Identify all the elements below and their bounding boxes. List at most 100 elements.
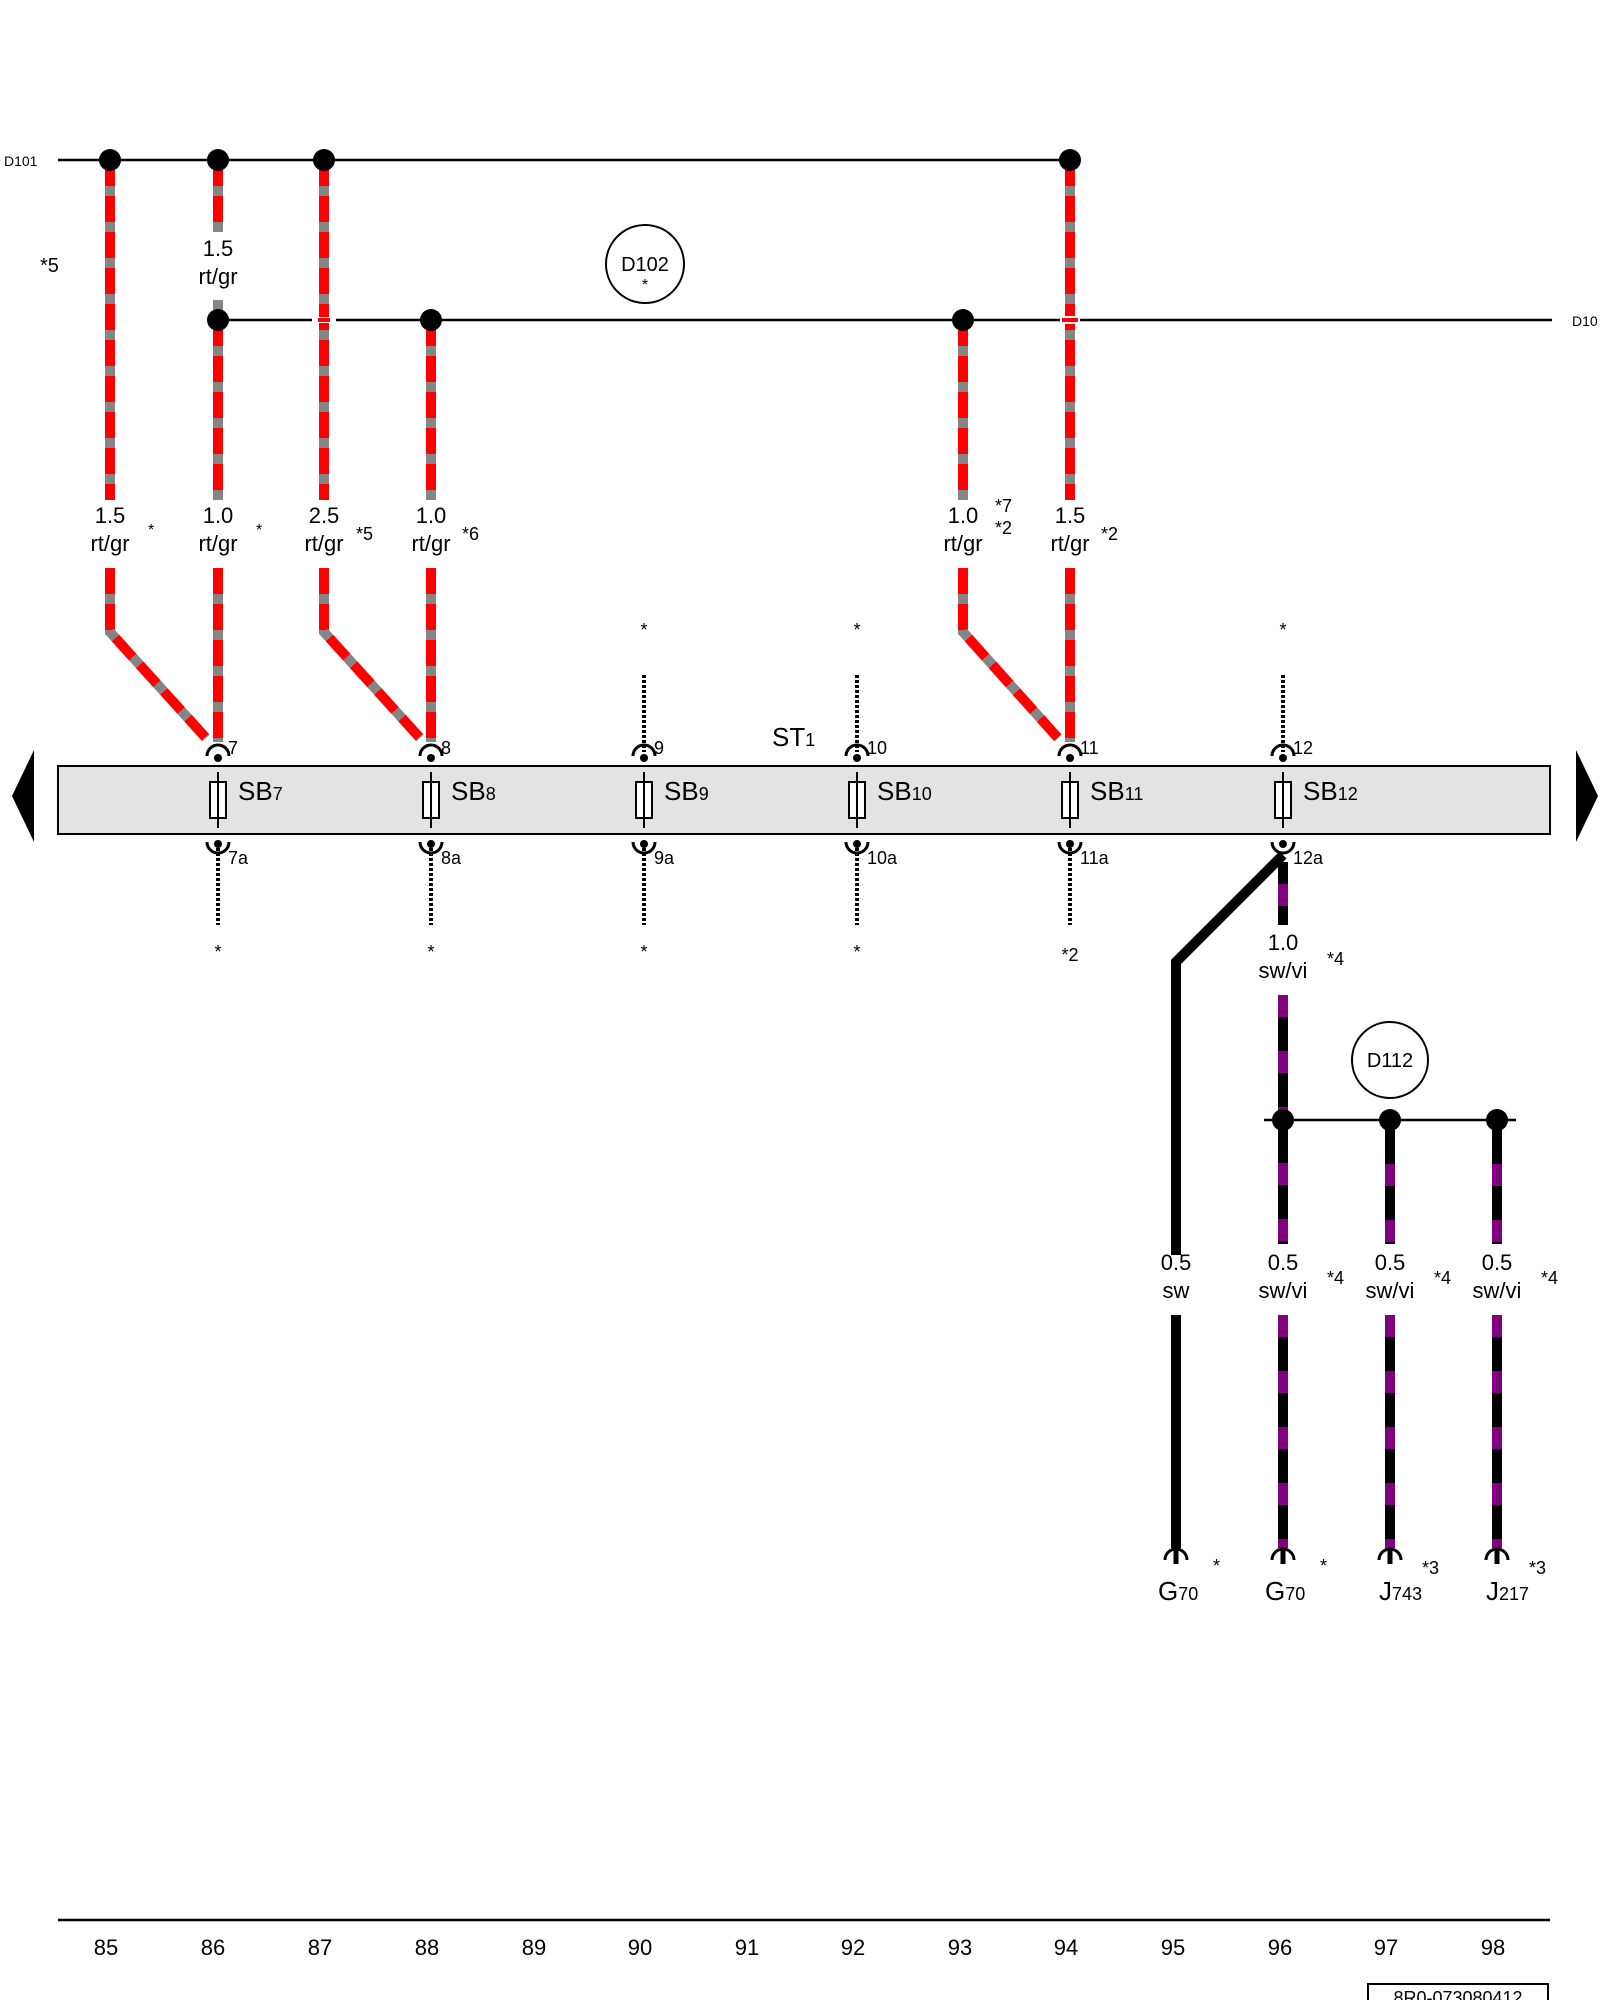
bottom-note: *2	[1061, 945, 1078, 965]
wire-98-size: 0.5	[1482, 1250, 1513, 1275]
bottom-note: *	[214, 942, 221, 962]
wire-85-size: 1.5	[95, 503, 126, 528]
top-note: *	[1279, 620, 1286, 640]
fuse-sb9: * SB9 9 9a *	[631, 620, 709, 962]
fuse-sb8: SB8 8 8a *	[418, 738, 496, 962]
ruler-number: 91	[735, 1935, 759, 1960]
terminal-bottom-label: 8a	[441, 848, 462, 868]
component-j217: J217 *3	[1484, 1547, 1546, 1606]
wire-86-top-size: 1.5	[203, 236, 234, 261]
component-j743: J743 *3	[1377, 1547, 1439, 1606]
right-arrow-icon	[1576, 750, 1598, 842]
wire-96-color: sw/vi	[1259, 1278, 1308, 1303]
fuse-sb12: * SB12 12 12a	[1270, 620, 1358, 868]
wire-86-top-color: rt/gr	[198, 264, 237, 289]
connector-d112-label: D112	[1367, 1050, 1413, 1072]
wires-rt-gr	[105, 160, 1080, 742]
terminal-top-label: 11	[1080, 738, 1099, 758]
fuse-label: SB7	[238, 776, 283, 806]
fuse-sb10: * SB10 10 10a *	[844, 620, 932, 962]
ruler-number: 95	[1161, 1935, 1185, 1960]
ruler-number: 90	[628, 1935, 652, 1960]
wire-93-size: 1.0	[948, 503, 979, 528]
terminal-bottom-label: 7a	[228, 848, 249, 868]
fuse-carrier-label: ST1	[772, 722, 815, 752]
wire-86-size: 1.0	[203, 503, 234, 528]
bottom-note: *	[427, 942, 434, 962]
wire-87-color: rt/gr	[304, 531, 343, 556]
connector-d102-label: D102	[621, 254, 669, 276]
wire-85-lower	[105, 568, 210, 742]
wire-95-size: 0.5	[1161, 1250, 1192, 1275]
wire-labels-lower: 1.0 sw/vi *4 0.5 sw 0.5 sw/vi *4 0.5 sw/…	[1161, 930, 1558, 1303]
ruler-number: 87	[308, 1935, 332, 1960]
wire-88-size: 1.0	[416, 503, 447, 528]
wire-94-size: 1.5	[1055, 503, 1086, 528]
wire-97-color: sw/vi	[1366, 1278, 1415, 1303]
wire-93-note1: *7	[995, 496, 1012, 516]
ruler-number: 88	[415, 1935, 439, 1960]
ruler-number: 93	[948, 1935, 972, 1960]
wire-88-color: rt/gr	[411, 531, 450, 556]
fuse-label: SB10	[877, 776, 932, 806]
left-arrow-icon	[12, 750, 34, 842]
wire-93-lower	[958, 568, 1062, 742]
wire-96-note: *4	[1327, 1268, 1344, 1288]
top-note: *	[853, 620, 860, 640]
fuse-carrier-band	[57, 765, 1551, 835]
terminal-top-label: 8	[441, 738, 451, 758]
bottom-note: *	[853, 942, 860, 962]
wire-87-lower	[319, 568, 424, 742]
doc-number: 8R0-073080412	[1393, 1988, 1522, 2000]
component-g70-b: G70 *	[1265, 1547, 1327, 1606]
wire-97-size: 0.5	[1375, 1250, 1406, 1275]
ruler-number: 85	[94, 1935, 118, 1960]
bus-d10-label: D10	[1572, 313, 1598, 329]
terminal-top-label: 12	[1293, 738, 1313, 758]
wire-96-top-note: *4	[1327, 949, 1344, 969]
ruler-number: 86	[201, 1935, 225, 1960]
terminal-top-label: 9	[654, 738, 664, 758]
wire-86-note: *	[256, 522, 262, 539]
fuse-sb11: SB11 11 11a *2	[1057, 738, 1143, 965]
junction-dots	[99, 149, 1081, 331]
terminal-bottom-label: 9a	[654, 848, 675, 868]
wire-93-note2: *2	[995, 518, 1012, 538]
wire-96-top-size: 1.0	[1268, 930, 1299, 955]
wire-88-note: *6	[462, 524, 479, 544]
wire-87-size: 2.5	[309, 503, 340, 528]
ruler-number: 97	[1374, 1935, 1398, 1960]
bus-d101-label: D101	[4, 153, 38, 169]
wire-96-top-color: sw/vi	[1259, 958, 1308, 983]
wire-labels-upper: 1.5 rt/gr 1.5 rt/gr * 1.0 rt/gr * 2.5 rt…	[90, 236, 1118, 556]
fuse-label: SB11	[1090, 776, 1143, 806]
wire-98-note: *4	[1541, 1268, 1558, 1288]
fuse-label: SB12	[1303, 776, 1358, 806]
wire-94-note: *2	[1101, 524, 1118, 544]
ruler-numbers: 85 86 87 88 89 90 91 92 93 94 95 96 97 9…	[94, 1935, 1505, 1960]
wires-lower	[1171, 851, 1516, 1548]
wire-93-color: rt/gr	[943, 531, 982, 556]
component-note: *	[1213, 1556, 1220, 1576]
fuse-sb7: SB7 7 7a *	[205, 738, 283, 962]
terminal-bottom-label: 12a	[1293, 848, 1324, 868]
fuse-label: SB8	[451, 776, 496, 806]
component-label: J217	[1486, 1576, 1529, 1606]
note-star5-left: *5	[40, 255, 59, 277]
component-note: *3	[1529, 1558, 1546, 1578]
component-label: J743	[1379, 1576, 1422, 1606]
ruler-number: 96	[1268, 1935, 1292, 1960]
terminal-bottom-label: 11a	[1080, 848, 1110, 868]
terminal-bottom-label: 10a	[867, 848, 898, 868]
ruler-number: 94	[1054, 1935, 1078, 1960]
component-label: G70	[1158, 1576, 1198, 1606]
bottom-note: *	[640, 942, 647, 962]
connector-d102-star: *	[642, 277, 648, 294]
wire-97-note: *4	[1434, 1268, 1451, 1288]
top-note: *	[640, 620, 647, 640]
terminal-top-label: 10	[867, 738, 887, 758]
connector-d112-circle	[1351, 1021, 1429, 1099]
component-terminals: G70 * G70 * J743 *3 J217 *3	[1158, 1547, 1546, 1606]
fuse-label: SB9	[664, 776, 709, 806]
